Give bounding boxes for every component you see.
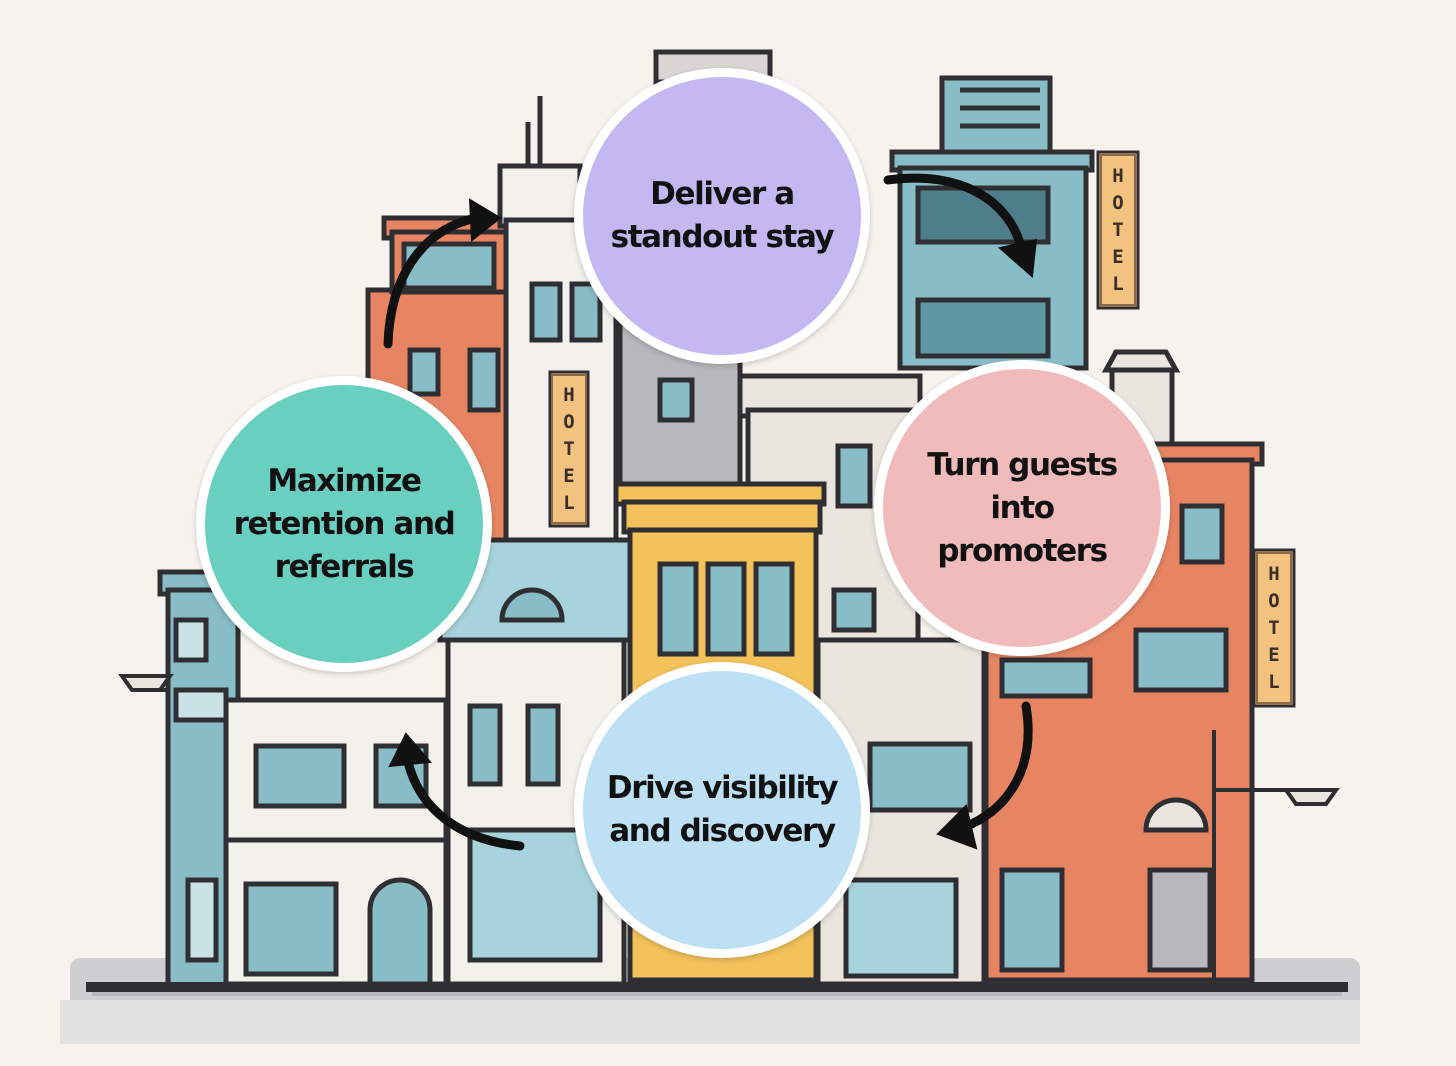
cycle-step-label: Turn guests into promoters	[927, 446, 1118, 569]
cycle-step-label: Maximize retention and referrals	[233, 462, 456, 585]
arrow-left-to-top	[383, 213, 481, 349]
arrow-top-to-right-head	[997, 238, 1038, 279]
hotel-sign-top-right: HOTEL	[1100, 154, 1136, 306]
ground-shadow-light	[60, 1000, 1360, 1044]
cycle-arrows	[383, 173, 1038, 851]
cycle-step-label: Drive visibility and discovery	[606, 770, 839, 849]
cycle-step-maximize-retention-and-referrals: Maximize retention and referrals	[196, 376, 492, 672]
cycle-step-deliver-standout-stay: Deliver a standout stay	[574, 68, 870, 364]
arrow-right-to-bottom	[957, 701, 1033, 833]
cycle-step-drive-visibility-and-discovery: Drive visibility and discovery	[574, 662, 870, 958]
building-teal-right	[889, 75, 1095, 371]
street-baseline	[86, 982, 1348, 992]
arrow-bottom-to-left-head	[388, 732, 433, 768]
cycle-step-turn-guests-into-promoters: Turn guests into promoters	[874, 360, 1170, 656]
street-lamp-left	[118, 674, 174, 692]
arrow-right-to-bottom-head	[936, 804, 978, 850]
hotel-sign-middle: HOTEL	[551, 374, 587, 524]
arrow-left-to-top-head	[468, 198, 502, 242]
street-curb	[92, 992, 1342, 996]
arrow-top-to-right	[883, 173, 1027, 255]
cycle-step-label: Deliver a standout stay	[610, 176, 835, 255]
street-lamp-right	[1212, 730, 1340, 980]
hotel-sign-right: HOTEL	[1256, 552, 1292, 704]
arrow-bottom-to-left	[403, 757, 525, 851]
